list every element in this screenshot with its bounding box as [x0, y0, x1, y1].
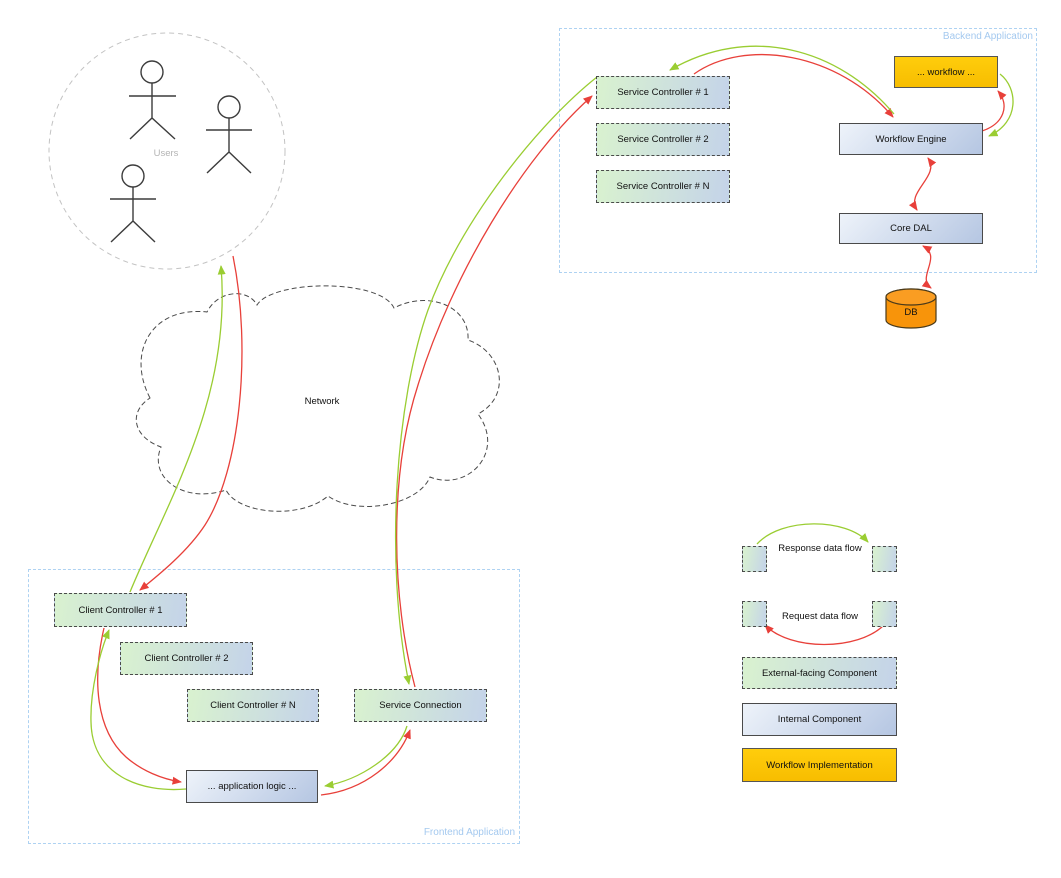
service-controller-1-label: Service Controller # 1 [617, 87, 709, 98]
legend-response-box-left [742, 546, 767, 572]
arrow-request-service-controller-1-to-workflow-engine [693, 53, 894, 118]
frontend-application-region [28, 569, 520, 844]
user-stick-figure-3 [110, 164, 156, 243]
client-controller-1-label: Client Controller # 1 [78, 604, 163, 616]
network-label: Network [304, 396, 340, 407]
frontend-region-label: Frontend Application [423, 827, 515, 838]
service-controller-2-label: Service Controller # 2 [617, 134, 709, 145]
backend-application-region [559, 28, 1037, 273]
service-controller-n-box: Service Controller # N [596, 170, 730, 203]
workflow-engine-label: Workflow Engine [875, 133, 947, 145]
arrow-response-application-logic-to-client-controller-1 [90, 629, 187, 791]
client-controller-2-label: Client Controller # 2 [144, 653, 229, 664]
arrow-response-service-controller-1-to-service-connection [394, 76, 598, 685]
legend-response-label: Response data flow [778, 543, 862, 554]
arrow-response-client-controller-1-to-users [129, 265, 226, 593]
arrow-response-workflow-engine-to-service-controller-1 [669, 45, 895, 115]
legend-external-facing-box: External-facing Component [742, 657, 897, 689]
legend-workflow-implementation-label: Workflow Implementation [766, 759, 873, 771]
workflow-label: ... workflow ... [916, 66, 976, 78]
application-logic-label: ... application logic ... [207, 781, 297, 792]
legend-request-box-right [872, 601, 897, 627]
client-controller-n-label: Client Controller # N [210, 700, 296, 711]
workflow-engine-box: Workflow Engine [839, 123, 983, 155]
service-connection-box: Service Connection [354, 689, 487, 722]
legend-workflow-implementation-box: Workflow Implementation [742, 748, 897, 782]
arrow-response-service-connection-to-application-logic [324, 725, 408, 789]
user-stick-figure-2 [206, 95, 252, 174]
service-controller-2-box: Service Controller # 2 [596, 123, 730, 156]
arrow-core-dal-db [921, 245, 933, 289]
client-controller-1-box: Client Controller # 1 [54, 593, 187, 627]
arrow-request-workflow-engine-to-workflow [981, 90, 1007, 132]
backend-region-label: Backend Application [942, 31, 1033, 42]
arrow-request-application-logic-to-service-connection [320, 729, 411, 796]
arrow-request-users-to-client-controller-1 [139, 255, 243, 591]
legend-request-label: Request data flow [781, 611, 859, 622]
legend-external-facing-label: External-facing Component [761, 667, 878, 679]
client-controller-n-box: Client Controller # N [187, 689, 319, 722]
arrow-workflow-engine-core-dal [908, 157, 937, 211]
users-label: Users [153, 148, 179, 159]
application-logic-box: ... application logic ... [186, 770, 318, 803]
service-controller-1-box: Service Controller # 1 [596, 76, 730, 109]
arrow-response-workflow-to-workflow-engine [988, 73, 1014, 137]
core-dal-box: Core DAL [839, 213, 983, 244]
service-controller-n-label: Service Controller # N [616, 181, 710, 192]
service-connection-label: Service Connection [379, 700, 462, 711]
db-cylinder [885, 288, 937, 329]
core-dal-label: Core DAL [890, 223, 932, 234]
legend-request-box-left [742, 601, 767, 627]
client-controller-2-box: Client Controller # 2 [120, 642, 253, 675]
network-cloud [135, 285, 500, 512]
legend-internal-box: Internal Component [742, 703, 897, 736]
legend-response-arrow [756, 523, 869, 545]
legend-response-box-right [872, 546, 897, 572]
legend-request-arrow [764, 624, 885, 646]
workflow-box: ... workflow ... [894, 56, 998, 88]
arrow-request-service-connection-to-service-controller-1 [395, 95, 593, 688]
db-label: DB [904, 307, 918, 318]
legend-internal-label: Internal Component [777, 714, 862, 725]
user-stick-figure-1 [129, 60, 176, 140]
users-boundary-circle [48, 32, 286, 270]
